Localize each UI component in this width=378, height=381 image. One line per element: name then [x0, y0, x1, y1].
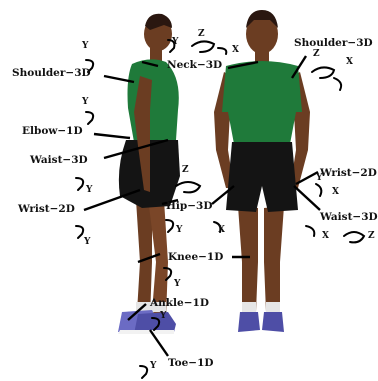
front-view-figure — [214, 10, 310, 332]
rotation-arrow-y-wrist — [76, 226, 83, 238]
label-shoulder-left: Shoulder−3D — [12, 68, 91, 79]
rotation-arrow-x-neck — [218, 48, 226, 54]
rotation-arrow-z-waist — [344, 232, 364, 242]
axis-y-neck: Y — [172, 38, 178, 47]
axis-y-toe: Y — [150, 362, 156, 371]
axis-z-waist-right: Z — [368, 232, 375, 241]
label-waist-left: Waist−3D — [30, 155, 88, 166]
label-toe: Toe−1D — [168, 358, 214, 369]
label-wrist-right: Wrist−2D — [320, 168, 377, 179]
axis-y-wrist-right: Y — [316, 174, 322, 183]
rotation-arrow-x-wrist — [316, 184, 321, 196]
axis-y-ankle: Y — [160, 312, 166, 321]
axis-x-wrist-right: X — [332, 188, 339, 197]
axis-y-knee: Y — [174, 280, 180, 289]
side-shirt — [128, 59, 179, 142]
axis-y-hip: Y — [176, 226, 182, 235]
label-hip: Hip−3D — [166, 201, 212, 212]
rotation-arrow-z-hip — [176, 182, 200, 192]
axis-y-shoulder-left: Y — [82, 42, 88, 51]
rotation-arrow-z-neck — [192, 41, 214, 52]
axis-x-shoulder-right: X — [346, 58, 353, 67]
axis-x-waist-right: X — [322, 232, 329, 241]
rotation-arrow-y-elbow — [86, 112, 93, 124]
label-waist-right: Waist−3D — [320, 212, 378, 223]
axis-z-neck: Z — [198, 30, 205, 39]
rotation-arrow-z-shoulder — [312, 67, 334, 78]
label-knee: Knee−1D — [168, 252, 223, 263]
rotation-arrow-x-waist — [306, 226, 314, 236]
axis-x-hip: X — [218, 226, 225, 235]
axis-z-hip: Z — [182, 166, 189, 175]
axis-x-neck: X — [232, 46, 239, 55]
front-shoe-right — [262, 312, 284, 332]
label-neck: Neck−3D — [167, 60, 222, 71]
label-ankle: Ankle−1D — [150, 298, 209, 309]
axis-y-wrist-left: Y — [84, 238, 90, 247]
front-shorts — [226, 142, 298, 212]
pointer-waist-right — [294, 186, 320, 210]
front-shirt — [222, 61, 302, 144]
rotation-arrow-y-waist — [76, 178, 83, 190]
axis-z-shoulder-right: Z — [313, 50, 320, 59]
axis-y-waist-left: Y — [86, 186, 92, 195]
label-wrist-left: Wrist−2D — [18, 204, 75, 215]
front-shoe-left — [238, 312, 260, 332]
rotation-arrow-y-toe — [140, 366, 147, 378]
pointer-elbow — [94, 134, 130, 138]
label-elbow: Elbow−1D — [22, 126, 83, 137]
rotation-arrow-x-shoulder — [334, 78, 341, 90]
label-shoulder-right: Shoulder−3D — [294, 38, 373, 49]
rotation-arrow-y-hip — [166, 220, 173, 232]
axis-y-elbow: Y — [82, 98, 88, 107]
